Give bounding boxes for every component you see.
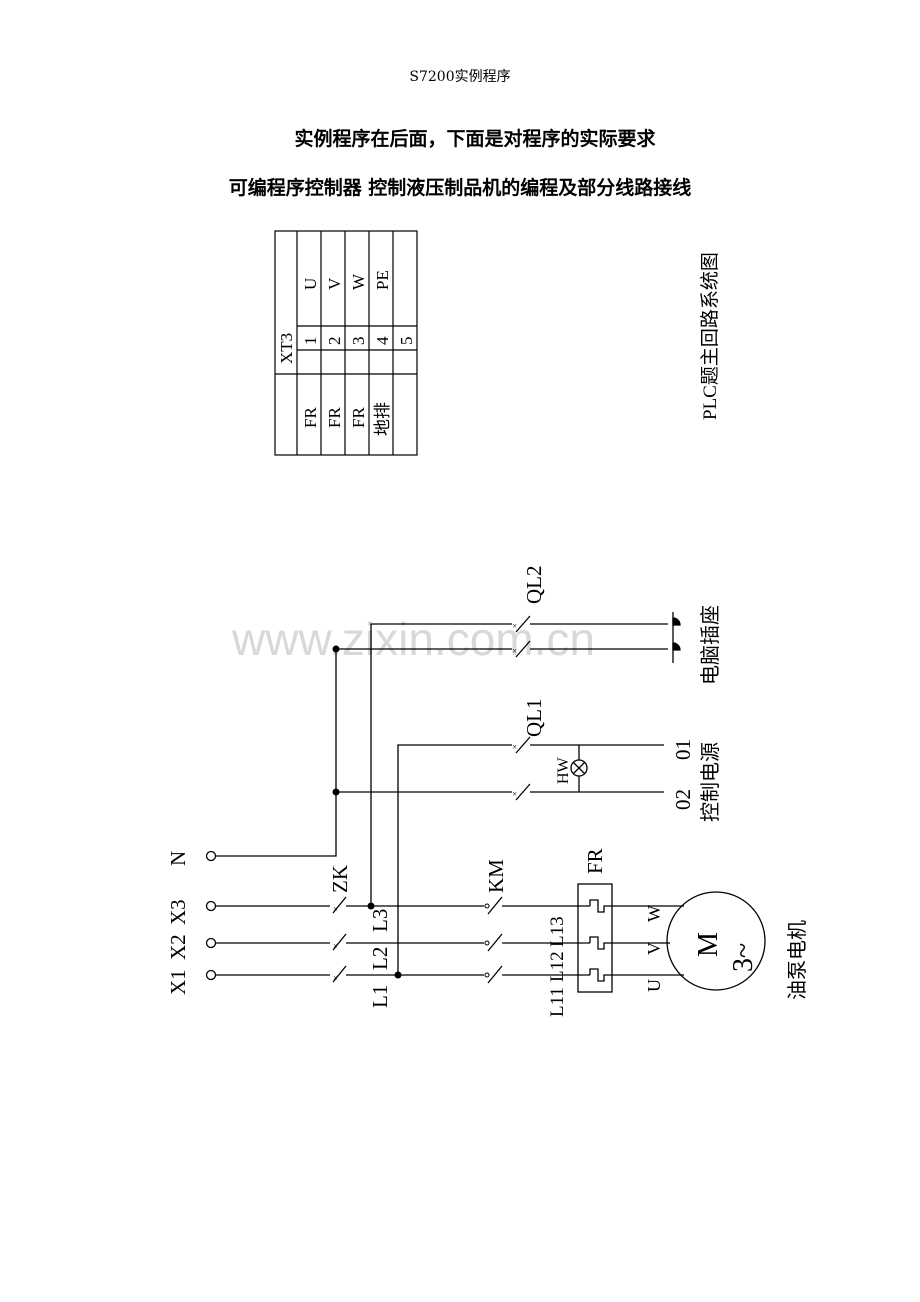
label-n: N [166, 851, 190, 866]
table-source-2: FR [325, 407, 344, 428]
label-ql2: QL2 [522, 566, 546, 605]
label-ql1: QL1 [522, 699, 546, 738]
label-motor-u: U [644, 979, 664, 992]
computer-socket-caption: 电脑插座 [699, 605, 722, 685]
terminal-x1 [205, 969, 217, 981]
table-source-3: FR [349, 407, 368, 428]
page-header: S7200实例程序 [409, 69, 511, 85]
terminal-table [274, 230, 418, 456]
svg-text:×: × [512, 742, 517, 752]
label-l12: L12 [547, 951, 568, 982]
motor-phase: 3~ [728, 943, 759, 972]
motor-m: M [693, 932, 724, 957]
terminal-x2 [205, 937, 217, 949]
label-x1: X1 [166, 969, 190, 995]
heading-title: 可编程序控制器 控制液压制品机的编程及部分线路接线 [228, 177, 692, 199]
table-num-5: 5 [397, 337, 416, 346]
table-terminal-pe: PE [373, 270, 392, 290]
motor-symbol-circle [666, 891, 766, 991]
svg-text:×: × [333, 973, 338, 983]
svg-text:×: × [512, 789, 517, 799]
label-out-01: 01 [671, 739, 695, 760]
label-l13: L13 [547, 916, 568, 947]
label-out-02: 02 [671, 789, 695, 810]
table-source-4: 地排 [373, 402, 392, 436]
indicator-lamp-symbol [570, 759, 588, 777]
table-num-1: 1 [301, 337, 320, 346]
label-l11: L11 [547, 987, 568, 1017]
contact-marks [332, 645, 402, 979]
table-num-2: 2 [325, 337, 344, 346]
svg-text:×: × [333, 941, 338, 951]
label-x3: X3 [166, 899, 190, 925]
label-l2: L2 [368, 947, 392, 970]
label-hw: HW [555, 756, 572, 784]
control-power-caption: 控制电源 [699, 742, 722, 822]
motor-caption: 油泵电机 [786, 920, 809, 1000]
table-terminal-u: U [301, 278, 320, 290]
label-fr: FR [583, 848, 607, 874]
table-terminal-v: V [325, 277, 344, 290]
label-zk: ZK [328, 865, 352, 893]
svg-text:×: × [512, 646, 517, 656]
table-num-4: 4 [373, 336, 392, 345]
terminal-x3 [205, 900, 217, 912]
label-motor-v: V [644, 942, 664, 955]
label-km: KM [484, 859, 508, 893]
label-l3: L3 [368, 909, 392, 932]
heading-requirements: 实例程序在后面，下面是对程序的实际要求 [294, 128, 656, 150]
system-diagram-title: PLC题主回路系统图 [699, 252, 721, 420]
schematic-wires [205, 612, 766, 993]
label-x2: X2 [166, 934, 190, 960]
table-source-1: FR [301, 407, 320, 428]
table-terminal-w: W [349, 273, 368, 290]
terminal-n [205, 850, 217, 862]
svg-text:×: × [333, 904, 338, 914]
label-motor-w: W [644, 905, 664, 922]
table-num-3: 3 [349, 337, 368, 346]
watermark: www.zixin.com.cn [231, 613, 595, 665]
svg-text:×: × [512, 621, 517, 631]
table-title: XT3 [277, 333, 296, 364]
label-l1: L1 [368, 985, 392, 1008]
